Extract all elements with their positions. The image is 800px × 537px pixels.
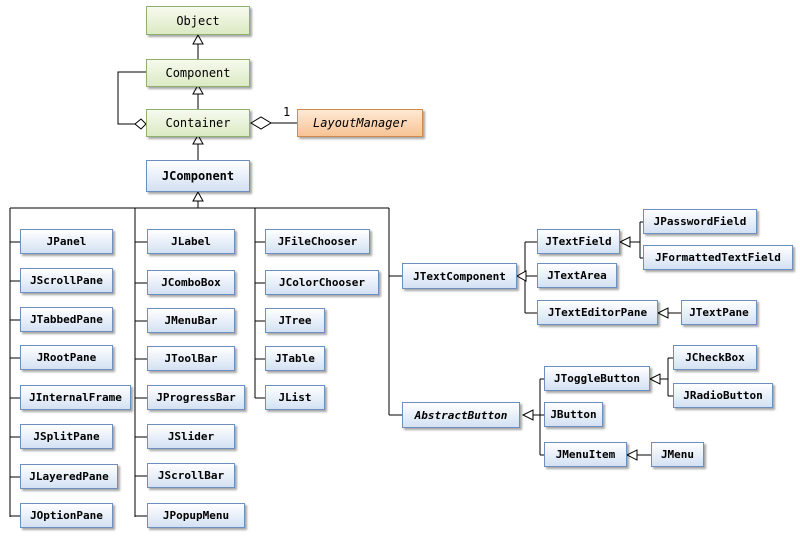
class-jinternalframe: JInternalFrame xyxy=(20,385,131,410)
class-abstractbutton: AbstractButton xyxy=(402,402,520,428)
class-container: Container xyxy=(146,109,250,137)
class-jlabel: JLabel xyxy=(147,229,235,254)
class-jslider: JSlider xyxy=(147,424,235,449)
class-jtextpane: JTextPane xyxy=(681,300,757,325)
class-jscrollpane: JScrollPane xyxy=(20,268,113,293)
multiplicity-label: 1 xyxy=(283,105,291,119)
class-jtextarea: JTextArea xyxy=(537,263,617,288)
class-jsplitpane: JSplitPane xyxy=(20,424,113,449)
class-jtabbedpane: JTabbedPane xyxy=(20,307,113,332)
class-jscrollbar: JScrollBar xyxy=(147,463,235,488)
class-component: Component xyxy=(146,59,250,87)
class-jpasswordfield: JPasswordField xyxy=(643,209,757,234)
class-jtoolbar: JToolBar xyxy=(147,346,235,371)
class-jprogressbar: JProgressBar xyxy=(147,385,245,410)
class-jmenuitem: JMenuItem xyxy=(544,442,627,467)
class-jtable: JTable xyxy=(265,346,325,371)
class-jmenu: JMenu xyxy=(651,442,704,467)
class-jcombobox: JComboBox xyxy=(147,270,235,295)
class-jcheckbox: JCheckBox xyxy=(673,345,757,370)
class-jtree: JTree xyxy=(265,308,325,333)
class-joptionpane: JOptionPane xyxy=(20,503,113,528)
class-jtextcomponent: JTextComponent xyxy=(402,263,517,289)
class-jlist: JList xyxy=(265,385,325,410)
class-jtogglebutton: JToggleButton xyxy=(544,366,650,391)
class-jradiobutton: JRadioButton xyxy=(673,383,773,408)
class-object: Object xyxy=(146,6,250,35)
class-jpanel: JPanel xyxy=(20,229,113,254)
class-jtextfield: JTextField xyxy=(537,229,620,254)
class-jcomponent: JComponent xyxy=(146,160,250,192)
class-jtexteditorpane: JTextEditorPane xyxy=(537,300,658,325)
class-layoutmanager: LayoutManager xyxy=(297,109,423,137)
class-jpopupmenu: JPopupMenu xyxy=(147,503,245,528)
class-jrootpane: JRootPane xyxy=(20,345,113,370)
class-jbutton: JButton xyxy=(544,402,603,427)
class-jmenubar: JMenuBar xyxy=(147,308,235,333)
class-jfilechooser: JFileChooser xyxy=(265,229,370,254)
class-jformattedtextfield: JFormattedTextField xyxy=(643,245,793,270)
class-jlayeredpane: JLayeredPane xyxy=(20,464,118,489)
class-jcolorchooser: JColorChooser xyxy=(265,270,379,295)
